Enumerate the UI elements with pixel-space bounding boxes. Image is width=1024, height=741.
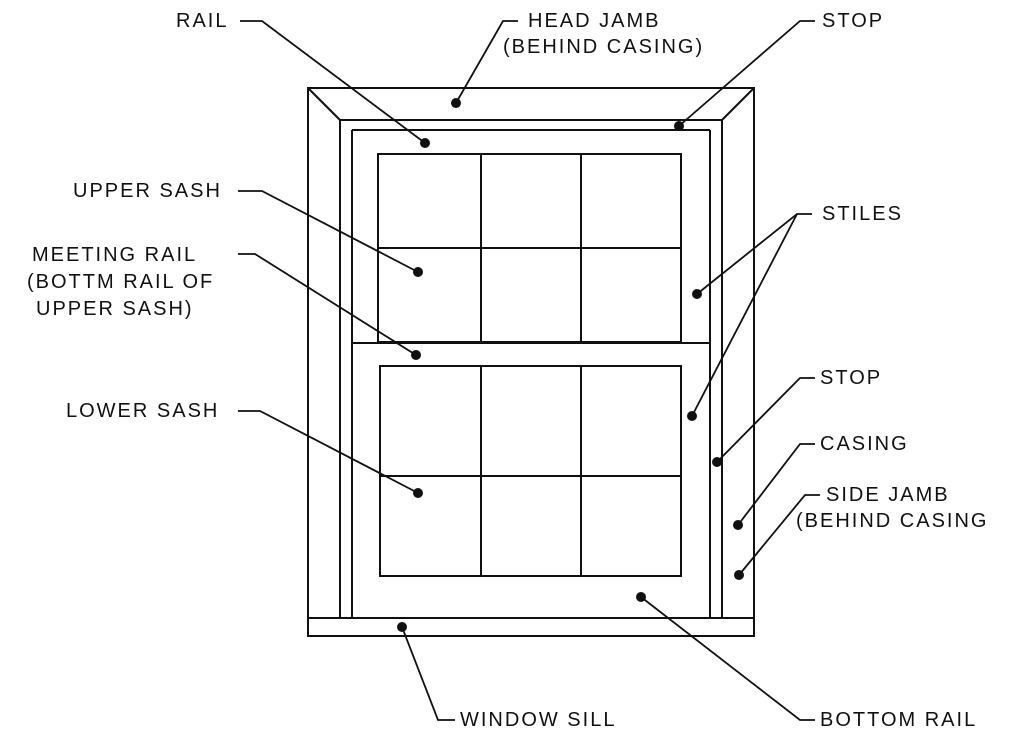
label-lower-sash: LOWER SASH xyxy=(66,400,220,422)
dot-casing xyxy=(733,520,743,530)
label-upper-sash: UPPER SASH xyxy=(73,180,222,202)
leader-side-jamb xyxy=(738,494,820,576)
leader-upper-sash xyxy=(238,190,419,273)
label-meeting-rail-line2: (BOTTM RAIL OF xyxy=(27,271,215,293)
dot-stop-top xyxy=(674,121,684,131)
label-side-jamb-line2: (BEHIND CASING xyxy=(796,510,989,532)
dot-bottom-rail xyxy=(636,592,646,602)
leader-stop-right xyxy=(716,377,815,463)
leader-head-jamb xyxy=(455,20,518,104)
leader-rail xyxy=(240,20,426,144)
leader-window-sill xyxy=(401,626,455,721)
label-head-jamb-line1: HEAD JAMB xyxy=(528,10,661,32)
leader-stiles-b xyxy=(691,213,798,417)
leader-casing xyxy=(737,443,815,526)
label-bottom-rail: BOTTOM RAIL xyxy=(820,709,978,731)
leader-bottom-rail xyxy=(640,596,815,721)
dot-lower-sash xyxy=(413,488,423,498)
label-rail: RAIL xyxy=(176,10,229,32)
label-side-jamb-line1: SIDE JAMB xyxy=(826,484,950,506)
leader-lines xyxy=(238,20,820,721)
dot-stop-right xyxy=(712,457,722,467)
label-head-jamb-line2: (BEHIND CASING) xyxy=(503,36,705,58)
lower-sash-glass xyxy=(379,365,682,577)
casing-miter-right xyxy=(721,87,755,121)
label-stiles: STILES xyxy=(822,203,903,225)
dot-stile-upper xyxy=(692,289,702,299)
leader-stop-top xyxy=(678,20,815,127)
label-casing: CASING xyxy=(820,433,909,455)
label-stop-right: STOP xyxy=(820,367,883,389)
leader-lower-sash xyxy=(238,410,419,494)
label-meeting-rail-line3: UPPER SASH) xyxy=(36,298,194,320)
casing-miter-left xyxy=(307,87,341,121)
dot-upper-sash xyxy=(413,267,423,277)
dot-stile-lower xyxy=(687,411,697,421)
label-window-sill: WINDOW SILL xyxy=(460,709,617,731)
label-stop-top: STOP xyxy=(822,10,885,32)
leader-meeting-rail xyxy=(238,253,417,356)
dot-head-jamb xyxy=(451,98,461,108)
dot-side-jamb xyxy=(734,570,744,580)
casing-outline xyxy=(307,87,755,637)
label-meeting-rail-line1: MEETING RAIL xyxy=(32,244,198,266)
callout-dots xyxy=(397,98,744,632)
dot-rail xyxy=(420,138,430,148)
dot-window-sill xyxy=(397,622,407,632)
dot-meeting-rail xyxy=(411,350,421,360)
